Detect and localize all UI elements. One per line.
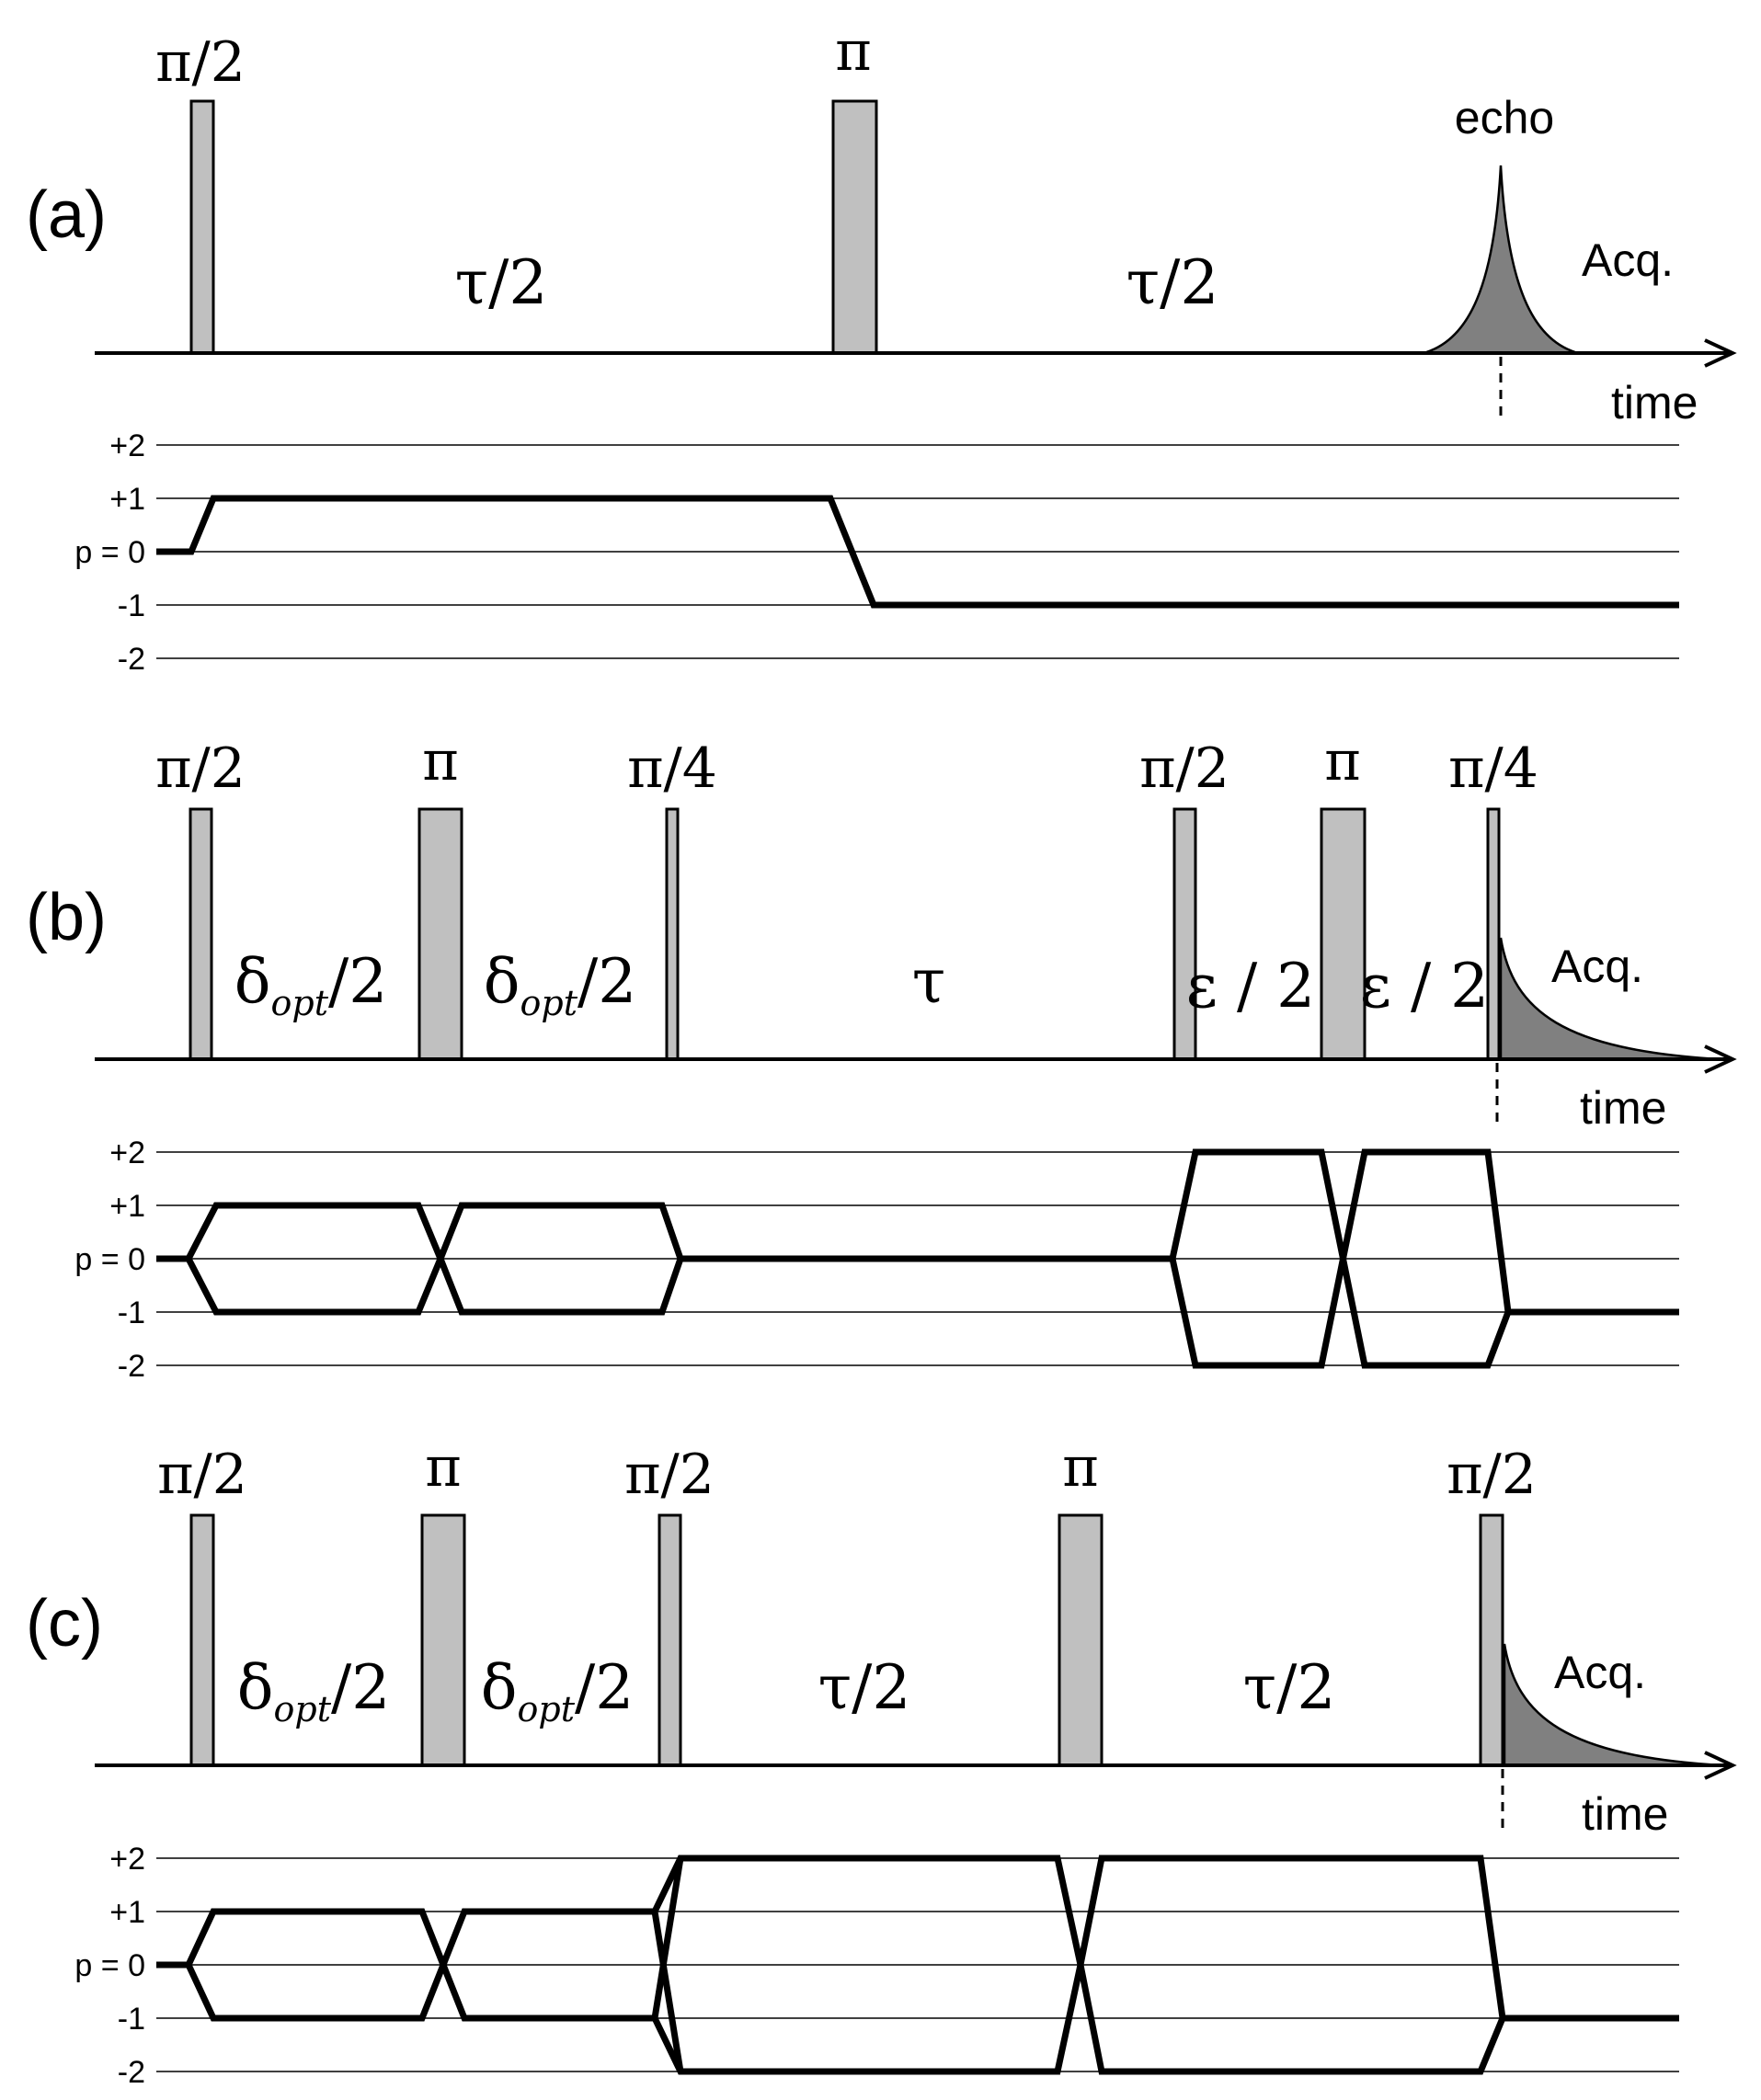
panel-b-pulse-2 xyxy=(417,807,463,1061)
panel-c-level-label: -2 xyxy=(118,2055,145,2090)
panel-c: (c) π/2 π π/2 π π/2 δopt/2 δopt/2 τ/2 τ/… xyxy=(26,1435,1737,2090)
panel-c-pulse-label-5: π/2 xyxy=(1447,1443,1537,1507)
panel-b: (b) π/2 π π/4 π/2 π π/4 δopt/2 δopt/2 τ … xyxy=(26,729,1737,1384)
panel-b-pulse-label-4: π/2 xyxy=(1139,736,1229,801)
panel-b-delay-4: ε / 2 xyxy=(1186,951,1315,1021)
panel-b-delay-5: ε / 2 xyxy=(1360,951,1489,1021)
panel-c-pulse-label-3: π/2 xyxy=(624,1443,715,1507)
panel-c-coherence-pathway-lower xyxy=(185,1956,1506,2075)
panel-c-pulse-label-1: π/2 xyxy=(157,1443,247,1507)
panel-a-pulse-label-1: π/2 xyxy=(155,30,246,95)
panel-a-pulse-1 xyxy=(189,99,215,355)
panel-b-delay-1: δopt/2 xyxy=(234,946,387,1023)
panel-c-level-label: +1 xyxy=(109,1895,145,1930)
panel-b-axis-arrow xyxy=(1704,1044,1737,1074)
panel-b-coherence-diagram: +2 +1 p = 0 -1 -2 xyxy=(74,1136,1679,1384)
panel-a-level-label: +2 xyxy=(109,428,145,463)
panel-b-level-label: -1 xyxy=(118,1295,145,1330)
panel-b-pulse-4 xyxy=(1172,807,1197,1061)
panel-a-delay-1: τ/2 xyxy=(455,247,548,318)
panel-c-coherence-pathway-cross xyxy=(651,1857,684,2019)
panel-c-level-label: +2 xyxy=(109,1842,145,1877)
panel-a-acq-label: Acq. xyxy=(1582,234,1674,286)
panel-b-level-label: +2 xyxy=(109,1136,145,1170)
panel-b-acq-label: Acq. xyxy=(1551,941,1643,992)
panel-a-time-label: time xyxy=(1611,377,1698,428)
panel-b-delay-2: δopt/2 xyxy=(484,946,636,1023)
panel-c-coherence-diagram: +2 +1 p = 0 -1 -2 xyxy=(74,1842,1679,2090)
panel-a-echo-signal xyxy=(1423,165,1579,355)
panel-b-pulse-5 xyxy=(1320,807,1366,1061)
panel-b-pulse-label-2: π xyxy=(422,729,458,793)
panel-a-level-label: -2 xyxy=(118,642,145,677)
panel-b-level-label: p = 0 xyxy=(74,1242,145,1277)
panel-c-pulse-2 xyxy=(420,1513,466,1767)
panel-b-pulse-label-1: π/2 xyxy=(155,736,246,801)
panel-a-delay-2: τ/2 xyxy=(1126,247,1219,318)
panel-c-delay-4: τ/2 xyxy=(1243,1652,1336,1723)
panel-c-pulse-1 xyxy=(189,1513,215,1767)
panel-c-pulse-4 xyxy=(1058,1513,1103,1767)
panel-a-axis-arrow xyxy=(1704,338,1737,368)
panel-c-delay-1: δopt/2 xyxy=(237,1652,390,1729)
panel-b-level-label: -2 xyxy=(118,1349,145,1384)
panel-a-coherence-pathway xyxy=(156,495,1679,609)
panel-b-coherence-pathway-lower xyxy=(185,1250,684,1316)
panel-b-time-label: time xyxy=(1580,1082,1666,1134)
panel-a-coherence-diagram: +2 +1 p = 0 -1 -2 xyxy=(74,428,1679,677)
panel-c-pulse-label-4: π xyxy=(1062,1435,1098,1500)
panel-a-level-label: p = 0 xyxy=(74,535,145,570)
panel-c-label: (c) xyxy=(26,1587,103,1661)
panel-c-delay-3: τ/2 xyxy=(818,1652,911,1723)
panel-a-pulse-label-2: π xyxy=(835,19,871,84)
panel-a-pulse-2 xyxy=(831,99,878,355)
panel-c-acq-label: Acq. xyxy=(1554,1647,1646,1698)
panel-b-pulse-1 xyxy=(189,807,213,1061)
panel-c-pulse-5 xyxy=(1479,1513,1504,1767)
panel-c-axis-arrow xyxy=(1704,1751,1737,1780)
panel-c-pulse-3 xyxy=(658,1513,682,1767)
panel-b-coherence-pathway-lower xyxy=(1169,1148,1512,1369)
panel-a-level-label: -1 xyxy=(118,588,145,623)
panel-c-level-label: -1 xyxy=(118,2002,145,2037)
panel-c-delay-2: δopt/2 xyxy=(481,1652,634,1729)
panel-b-pulse-label-5: π xyxy=(1324,729,1360,793)
panel-b-label: (b) xyxy=(26,881,107,954)
panel-b-pulse-label-3: π/4 xyxy=(627,736,717,801)
panel-c-pulse-label-2: π xyxy=(425,1435,461,1500)
panel-b-level-label: +1 xyxy=(109,1189,145,1224)
panel-b-delay-3: τ xyxy=(912,946,946,1017)
panel-a-echo-label: echo xyxy=(1455,92,1554,143)
panel-c-coherence-pathway-cross xyxy=(651,1911,684,2072)
panel-a-label: (a) xyxy=(26,178,107,252)
panel-c-level-label: p = 0 xyxy=(74,1948,145,1983)
panel-b-pulse-label-6: π/4 xyxy=(1448,736,1538,801)
panel-c-time-label: time xyxy=(1582,1788,1668,1840)
panel-b-pulse-3 xyxy=(665,807,680,1061)
panel-b-pulse-6 xyxy=(1486,807,1501,1061)
panel-a: (a) π/2 π τ/2 τ/2 echo Acq. time +2 +1 p… xyxy=(26,19,1737,677)
panel-a-level-label: +1 xyxy=(109,482,145,517)
panel-c-coherence-pathway-upper xyxy=(156,1855,1679,2022)
